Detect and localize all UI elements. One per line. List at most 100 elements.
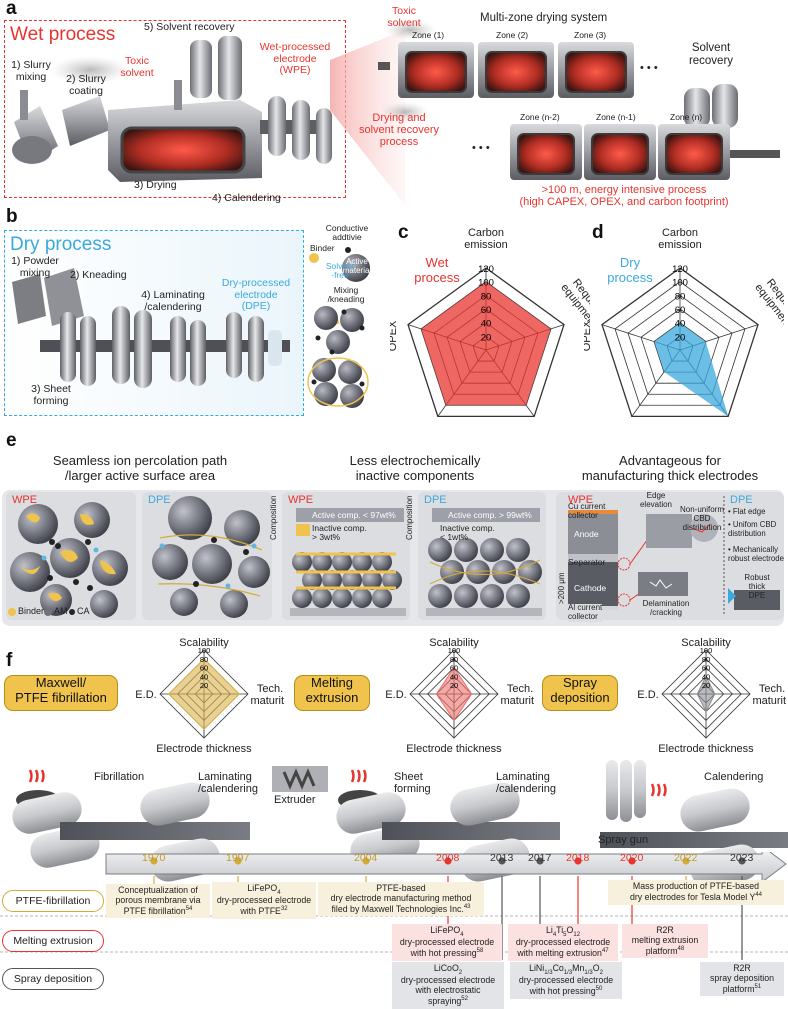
- radar-tick-label: 40: [450, 672, 458, 681]
- e-dpe-label-2: DPE: [424, 494, 447, 506]
- radar-tick-label: 80: [200, 655, 208, 664]
- event-2013-text: dry-processed electrode with electrostat…: [400, 975, 496, 1007]
- legend-binder: Binder: [18, 606, 45, 616]
- event-1997: LiFePO4 dry-processed electrode with PTF…: [212, 882, 316, 920]
- radar-tick-label: 100: [672, 278, 688, 289]
- wpe-particles: [10, 502, 128, 618]
- label-calendering: Calendering: [704, 771, 764, 783]
- radar-axis-electrode-thickness: Electrode thickness: [156, 743, 252, 755]
- radar-tick-label: 80: [702, 655, 710, 664]
- radar-grid-ring: [407, 267, 565, 417]
- event-2018-ref: 47: [601, 948, 609, 955]
- edge-elevation: Edge elevation: [639, 491, 673, 509]
- solvent-recovery-right: Solvent recovery: [688, 42, 734, 67]
- radar-tick-label: 60: [450, 664, 458, 673]
- event-1970-text: Conceptualization of porous membrane via…: [115, 885, 201, 916]
- zone-label-n: Zone (n): [670, 112, 703, 122]
- radar-spray: 10080604020ScalabilityTech.maturityElect…: [637, 638, 786, 755]
- recovery-tanks-right-icon: [684, 84, 738, 128]
- zone-label-n2: Zone (n-2): [520, 112, 560, 122]
- calender-rollers-icon: [260, 96, 332, 164]
- event-2020-ref: 48: [677, 945, 685, 952]
- e-wpe-label-1: WPE: [12, 494, 38, 506]
- legend-ca: CA: [77, 606, 90, 616]
- event-2008-compound: LiFePO: [430, 925, 461, 935]
- composition-label-2: Composition: [405, 495, 414, 540]
- multi-zone-top-row: [378, 42, 634, 98]
- zone-label-2: Zone (2): [496, 30, 529, 40]
- radar-tick-label: 20: [450, 681, 458, 690]
- radar-tick-label: 100: [448, 646, 461, 655]
- radar-tick-label: 60: [702, 664, 710, 673]
- panel-b-label: b: [6, 206, 18, 227]
- wpe-label: Wet-processed electrode (WPE): [259, 41, 331, 77]
- toxic-solvent-right: Toxic solvent: [387, 5, 421, 29]
- step-kneading: 2) Kneading: [70, 269, 127, 281]
- panel-a-label: a: [6, 0, 17, 19]
- step-solvent-recovery: 5) Solvent recovery: [144, 21, 235, 33]
- active-material-label: Active material: [342, 257, 372, 275]
- event-2017-text: dry-processed electrode with hot pressin…: [518, 975, 614, 997]
- zone-label-3: Zone (3): [574, 30, 607, 40]
- ptfe-process: [12, 769, 250, 882]
- event-2022: Mass production of PTFE-based dry electr…: [608, 880, 784, 905]
- wpe-stack: [290, 552, 406, 616]
- zone-label-1: Zone (1): [412, 30, 445, 40]
- radar-axis-tech-maturity: Tech.maturity: [752, 683, 786, 707]
- e-wpe-label-3: WPE: [568, 494, 594, 506]
- event-1997-compound: LiFePO: [247, 883, 278, 893]
- mixing-kneading-label: Mixing /kneading: [327, 285, 365, 305]
- year-2023: 2023: [730, 852, 754, 864]
- panel-d-label: d: [592, 222, 604, 243]
- process-illustrations: [12, 760, 788, 888]
- event-2023-text: R2R spray deposition platform: [709, 963, 775, 994]
- event-2022-text: Mass production of PTFE-based dry electr…: [629, 881, 760, 902]
- radar-tick-label: 100: [478, 278, 494, 289]
- separator-label: Separator: [568, 557, 606, 567]
- event-2017-compound: LiNi: [529, 963, 545, 973]
- radar-tick-label: 20: [675, 332, 686, 343]
- radar-extrusion: 10080604020ScalabilityTech.maturityElect…: [385, 638, 534, 755]
- event-2004: PTFE-based dry electrode manufacturing m…: [318, 882, 484, 917]
- radar-axis-electrode-thickness: Electrode thickness: [406, 743, 502, 755]
- radar-value-area: [168, 658, 240, 730]
- radar-tick-label: 20: [481, 332, 492, 343]
- event-1970: Conceptualization of porous membrane via…: [106, 884, 210, 919]
- radar-tick-label: 60: [675, 305, 686, 316]
- radar-axis-scalability: Scalability: [681, 638, 731, 649]
- event-2020-text: R2R melting extrusion platform: [631, 925, 699, 956]
- legend-am: AM: [54, 606, 68, 616]
- year-2020: 2020: [620, 852, 644, 864]
- ellipsis-top: • • •: [640, 62, 658, 74]
- year-1970: 1970: [142, 852, 166, 864]
- radar-tick-label: 60: [200, 664, 208, 673]
- radar-grid-ring: [627, 294, 733, 395]
- thick-electrode-stack: [568, 496, 780, 616]
- solvent-free-label: Solvent -free: [325, 261, 355, 281]
- radar-tick-label: 40: [481, 319, 492, 330]
- event-2018: Li4Ti5O12 dry-processed electrode with m…: [508, 924, 618, 962]
- panel-e-col2-title: Less electrochemically inactive componen…: [349, 453, 481, 483]
- radar-tick-label: 80: [481, 291, 492, 302]
- radar-tick-label: 80: [675, 291, 686, 302]
- row-ptfe-fibrillation: PTFE-fibrillation: [2, 890, 104, 912]
- nonuniform-cbd: Non-uniform CBD distribution: [679, 505, 724, 532]
- radar-tick-label: 40: [675, 319, 686, 330]
- event-2004-ref: 43: [463, 903, 471, 910]
- e-wpe-label-2: WPE: [288, 494, 314, 506]
- year-2018: 2018: [566, 852, 590, 864]
- dpe-point-1: • Flat edge: [728, 507, 766, 516]
- dpe-stack: [426, 538, 542, 616]
- dpe-label: Dry-processed electrode (DPE): [221, 277, 291, 313]
- method-ptfe-fibrillation: Maxwell/ PTFE fibrillation: [4, 675, 118, 711]
- panel-f-label: f: [6, 650, 13, 671]
- panel-e-col1-title: Seamless ion percolation path /larger ac…: [52, 453, 228, 483]
- multi-zone-bottom-row: [510, 124, 780, 180]
- event-2023-ref: 51: [754, 983, 762, 990]
- event-2023: R2R spray deposition platform51: [700, 962, 784, 997]
- wet-process-illustration: [12, 20, 780, 205]
- label-sheet-forming: Sheet forming: [394, 771, 431, 796]
- robust-dpe: Robust thick DPE: [744, 573, 770, 600]
- year-2022: 2022: [674, 852, 698, 864]
- multi-zone-title: Multi-zone drying system: [480, 12, 608, 24]
